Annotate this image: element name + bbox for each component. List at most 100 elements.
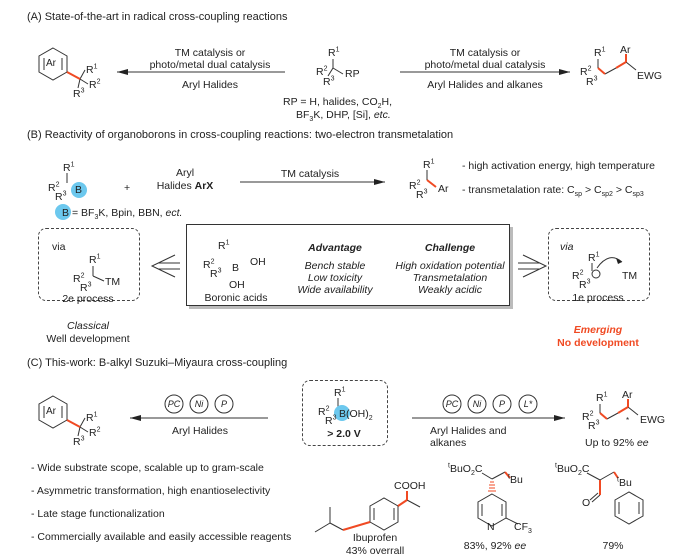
rp-definition-line1: RP = H, halides, CO2H, [283, 96, 393, 111]
oh-top: OH [250, 256, 266, 268]
r1-c-left: R1 [86, 411, 98, 425]
r2-c-center: R2 [318, 405, 330, 419]
boronic-acid-info-box [186, 224, 510, 306]
arrowhead-b [374, 179, 385, 185]
catalyst-p: P [220, 399, 227, 409]
r3-c-right: R3 [588, 419, 600, 433]
cf3-label: CF3 [514, 521, 532, 536]
boron-b-cbox: B [232, 262, 240, 274]
rp-definition-line2: BF3K, DHP, [Si], etc. [296, 109, 391, 124]
r2-center-a: R2 [316, 65, 328, 79]
oh-bottom: OH [229, 279, 245, 291]
c-right-arrow-below-2: alkanes [430, 437, 467, 449]
catalyst-p: P [498, 399, 505, 409]
classical-caption: Classical [66, 320, 109, 332]
r2-b: R2 [48, 181, 60, 195]
section-a-title: (A) State-of-the-art in radical cross-co… [27, 11, 288, 23]
ewg-right-a: EWG [637, 70, 663, 82]
oxidation-potential: > 2.0 V [327, 428, 361, 440]
bullet-asymmetric: - Asymmetric transformation, high enanti… [31, 485, 271, 497]
no-development-caption: No development [557, 337, 639, 349]
bullet-scope: - Wide substrate scope, scalable up to g… [31, 462, 264, 474]
ar-b-prod: Ar [438, 183, 449, 195]
ar-label-c: Ar [46, 406, 56, 417]
well-development-caption: Well development [46, 333, 130, 345]
ibuprofen-yield: 43% overrall [345, 545, 405, 557]
r3-lbox: R3 [80, 281, 92, 295]
benzene-ring-a [38, 47, 68, 81]
note-rate: - transmetalation rate: Csp > Csp2 > Csp… [462, 184, 644, 199]
r1-lbox: R1 [89, 253, 101, 267]
r3-label: R3 [73, 87, 85, 101]
boronic-acids-label: Boronic acids [204, 292, 268, 304]
advantage-title: Advantage [308, 242, 362, 254]
two-electron-box [38, 228, 140, 301]
advantage-item: Wide availability [297, 284, 373, 296]
plus-sign: + [124, 182, 131, 194]
a-right-arrow-above-1: TM catalysis or [449, 47, 521, 59]
ester-label-2: tBuO2C [555, 462, 590, 478]
arrowhead-c-left [130, 415, 141, 421]
ester-label-1: tBuO2C [448, 462, 483, 478]
catalyst-ligand: L* [523, 399, 533, 409]
ibuprofen-name: Ibuprofen [352, 532, 398, 544]
aryl-label: Aryl [175, 167, 195, 179]
r2-rbox: R2 [572, 269, 584, 283]
ee-label: Up to 92% ee [585, 437, 649, 449]
arrowhead-c-right [554, 415, 565, 421]
tm-right: TM [622, 270, 638, 282]
r1-cbox: R1 [218, 239, 230, 253]
pyridine-n: N [487, 521, 495, 533]
r2-c-right: R2 [582, 410, 594, 424]
catalyst-pc: PC [167, 399, 181, 409]
r3-b-prod: R3 [416, 188, 428, 202]
arrowhead-a-left [117, 69, 128, 75]
via-right: via [560, 241, 574, 253]
ar-label-a: Ar [46, 58, 56, 69]
r1-center-a: R1 [328, 46, 340, 60]
r1-rbox: R1 [588, 251, 600, 265]
tbu-label-2: tBu [617, 476, 632, 490]
tbu-label-1: tBu [508, 473, 523, 487]
a-left-arrow-below: Aryl Halides [181, 79, 239, 91]
one-electron-box [548, 228, 650, 301]
via-left: via [52, 241, 66, 253]
c-left-arrow-below: Aryl Halides [171, 425, 229, 437]
aryl-halides-arx: Halides ArX [156, 180, 214, 192]
boron-label: B [75, 184, 83, 196]
bullet-reagents: - Commercially available and easily acce… [31, 531, 292, 543]
r2-cbox: R2 [203, 258, 215, 272]
r2-label: R2 [89, 78, 101, 92]
boronic-acid-box [302, 380, 388, 446]
challenge-title: Challenge [424, 242, 476, 254]
r1-right-a: R1 [594, 46, 606, 60]
process-1e: 1e process [572, 292, 624, 304]
r2-right-a: R2 [580, 65, 592, 79]
catalyst-pc: PC [445, 399, 459, 409]
challenge-item: Weakly acidic [418, 284, 482, 296]
b-arrow-label: TM catalysis [280, 168, 340, 180]
c-right-arrow-below-1: Aryl Halides and [430, 425, 507, 437]
r1-c-right: R1 [596, 391, 608, 405]
r3-cbox: R3 [210, 267, 222, 281]
note-activation: - high activation energy, high temperatu… [462, 160, 655, 172]
ewg-c-right: EWG [640, 414, 666, 426]
b-definition: B= BF3K, Bpin, BBN, ect. [61, 207, 183, 222]
r1-label: R1 [86, 63, 98, 77]
section-b-title: (B) Reactivity of organoborons in cross-… [27, 129, 454, 141]
a-right-arrow-below: Aryl Halides and alkanes [427, 79, 543, 91]
advantage-item: Bench stable [304, 260, 366, 272]
advantage-item: Low toxicity [307, 272, 363, 284]
stereocenter-mark: * [626, 416, 630, 425]
challenge-item: High oxidation potential [395, 260, 505, 272]
boronic-group: B(OH)2 [339, 408, 373, 423]
r3-center-a: R3 [323, 75, 335, 89]
ketone-o: O [582, 497, 591, 509]
tm-left: TM [105, 276, 121, 288]
catalyst-ni: Ni [194, 399, 204, 409]
r3-rbox: R3 [579, 278, 591, 292]
emerging-caption: Emerging [573, 324, 623, 336]
a-left-arrow-above-2: photo/metal dual catalysis [149, 59, 271, 71]
ar-right-a: Ar [620, 44, 631, 56]
r2-lbox: R2 [73, 272, 85, 286]
